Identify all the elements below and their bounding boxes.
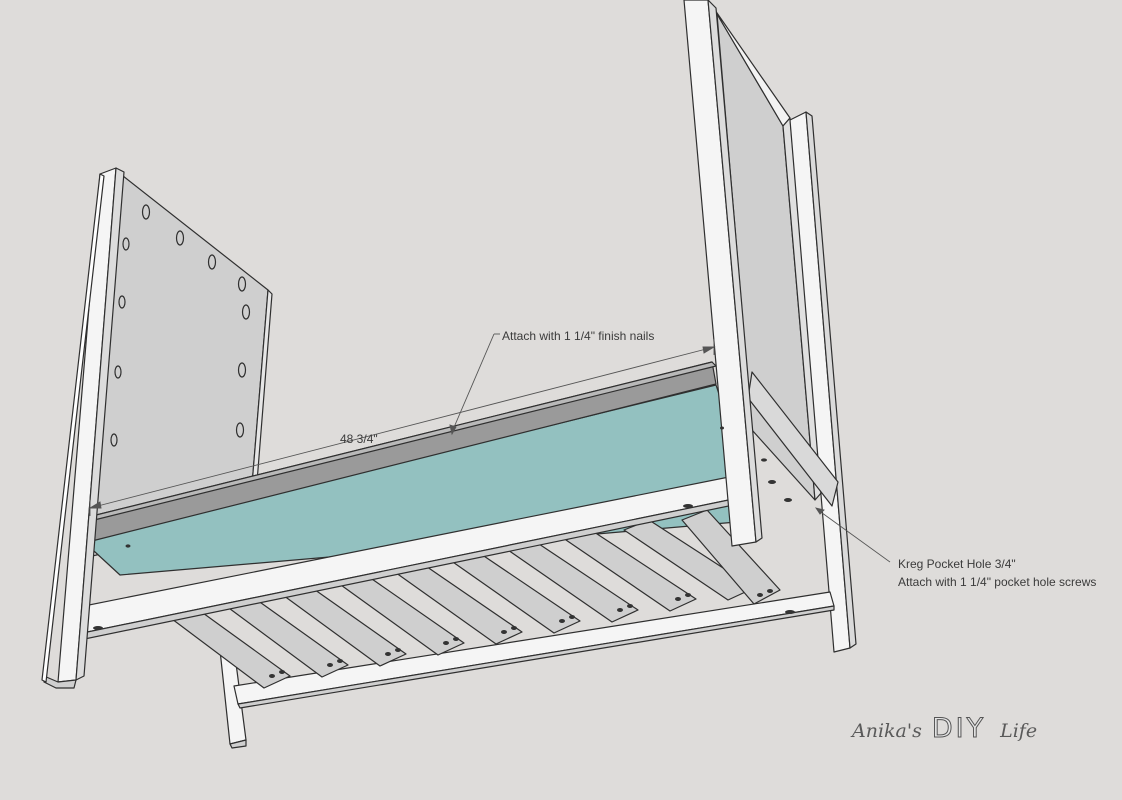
right-end-panel (707, 0, 823, 501)
left-end-panel (89, 171, 273, 521)
dimension-line (88, 339, 716, 516)
support-slats (159, 509, 781, 689)
pocket-leader-line (814, 507, 891, 563)
pocket-hole-note-detail: Attach with 1 1/4" pocket hole screws (898, 575, 1097, 589)
finish-nail-note: Attach with 1 1/4" finish nails (502, 329, 655, 343)
pocket-hole-note: Kreg Pocket Hole 3/4" Attach with 1 1/4"… (898, 555, 1096, 591)
dimension-label: 48 3/4" (340, 432, 378, 446)
right-end-pocket-holes (93, 426, 795, 630)
left-front-post (41, 167, 125, 689)
watermark-diy: DIY (931, 713, 987, 745)
left-back-leg (219, 647, 247, 749)
watermark-life: Life (1000, 720, 1038, 742)
brand-watermark: Anika's DIY Life (852, 713, 1038, 745)
right-front-post (683, 0, 763, 547)
watermark-anikas: Anika's (852, 720, 922, 742)
left-panel-pocket-holes (110, 204, 251, 447)
slat-pocket-holes (269, 589, 773, 678)
nail-leader-line (449, 333, 500, 436)
pocket-hole-note-title: Kreg Pocket Hole 3/4" (898, 557, 1016, 571)
front-lower-rail (233, 591, 835, 709)
